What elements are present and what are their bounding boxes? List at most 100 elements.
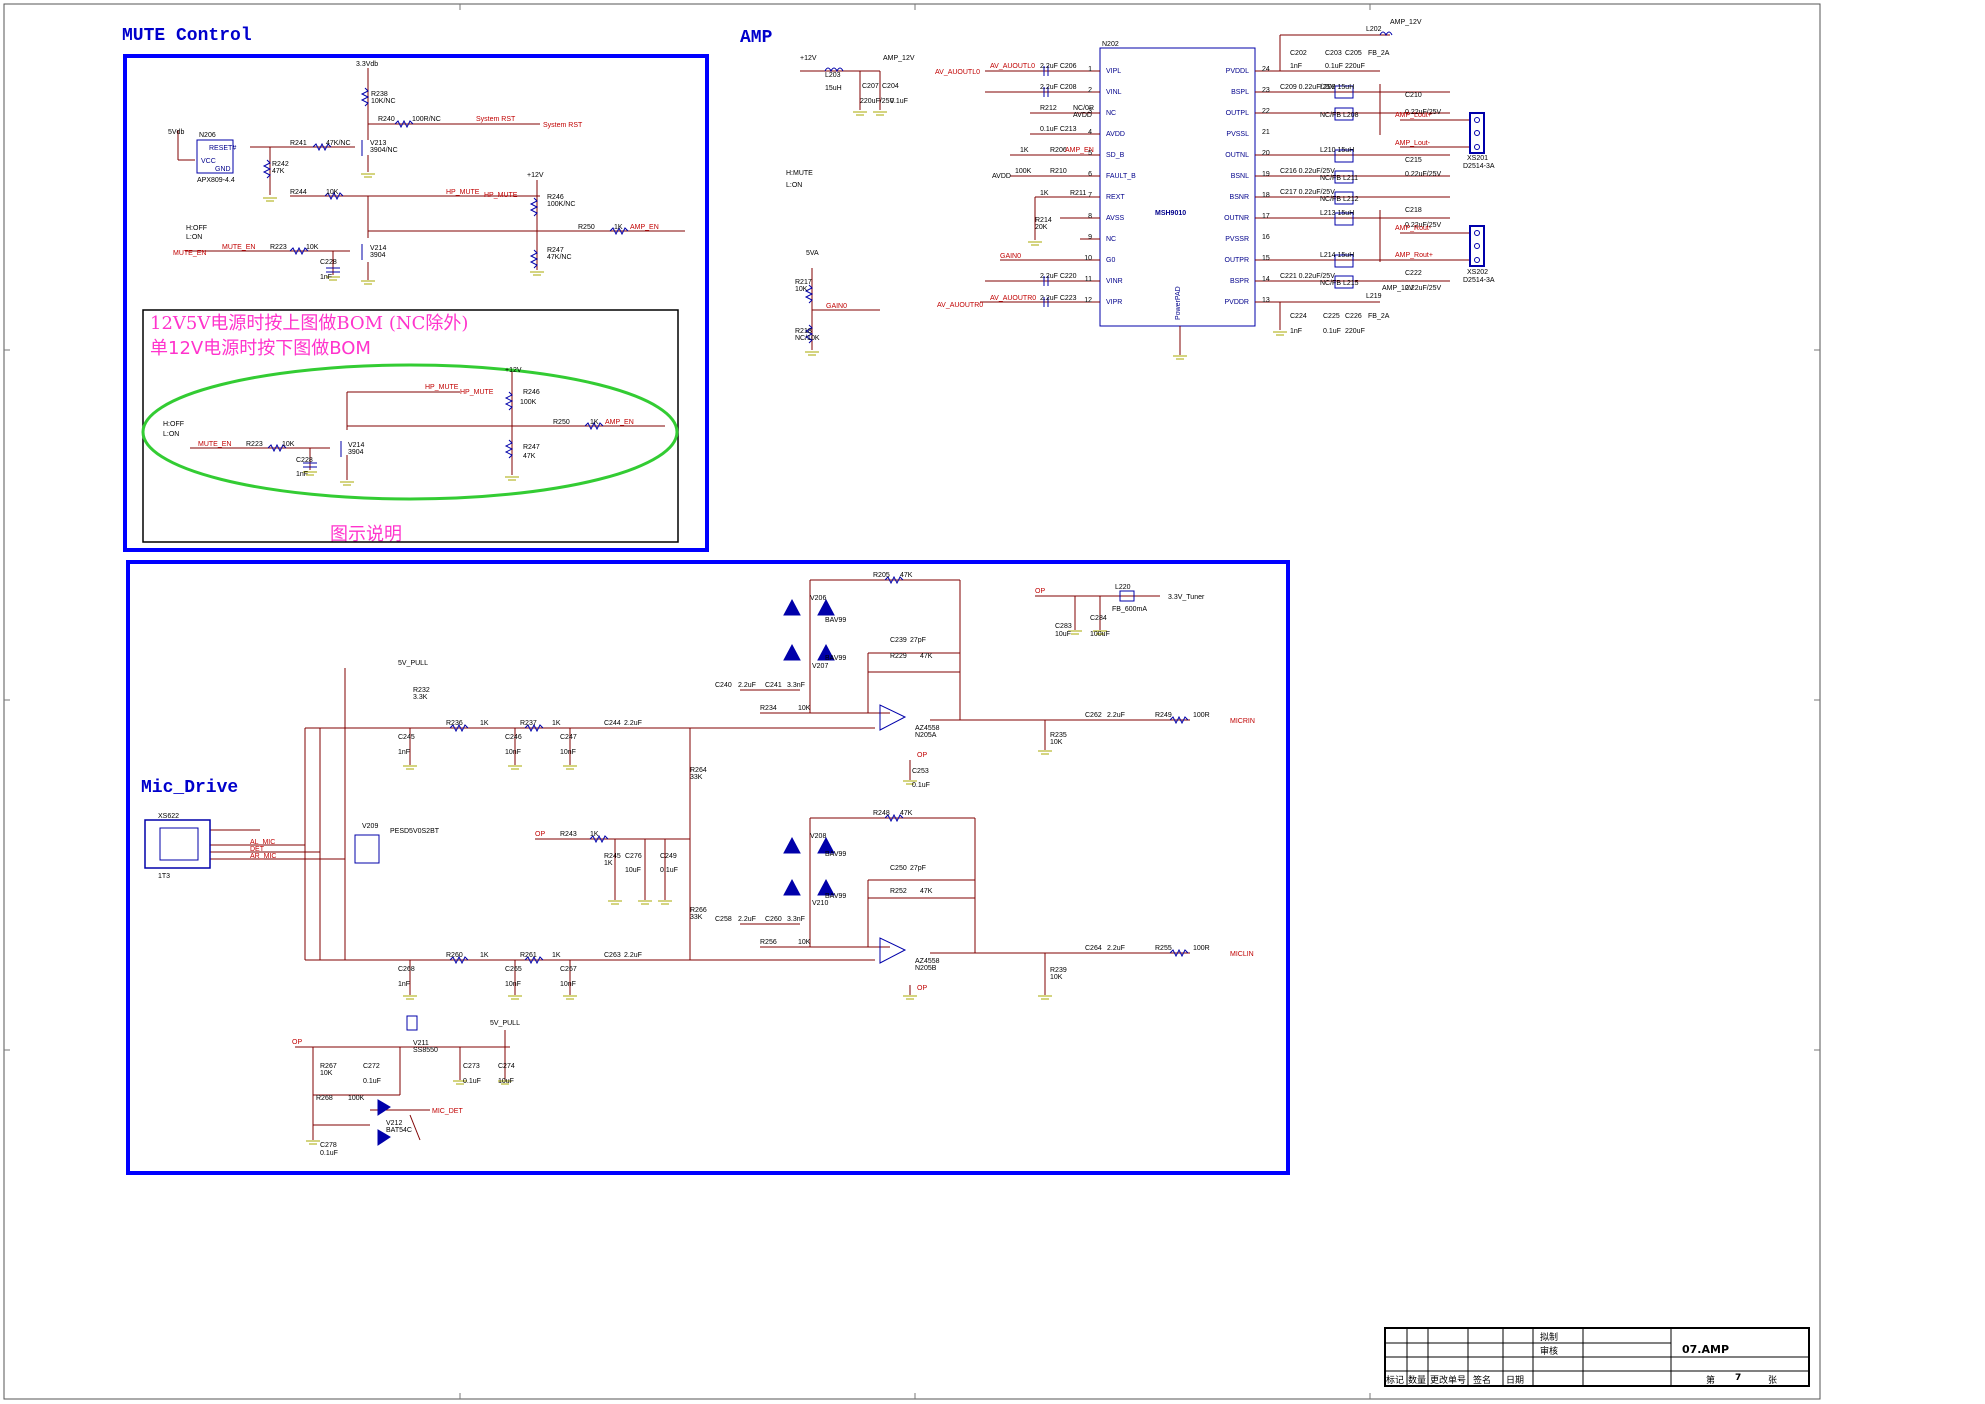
- r212-value: NC/0R: [1073, 105, 1094, 112]
- l203-label: L203: [825, 72, 841, 79]
- legend-r250-label: R250: [553, 419, 570, 426]
- c268-label: C268: [398, 966, 415, 973]
- c209-label: C209 0.22uF/25V: [1280, 84, 1335, 91]
- sheet-border: [3, 3, 1821, 1400]
- op-net-3: OP: [917, 985, 927, 992]
- op-n205a-symbol: [879, 704, 907, 731]
- c258-value: 2.2uF: [738, 916, 756, 923]
- legend-ellipse: [141, 363, 679, 501]
- titleblock-page-prefix: 第: [1706, 1376, 1716, 1386]
- legend-12v-label: +12V: [505, 367, 522, 374]
- c203-label: C203: [1325, 50, 1342, 57]
- r267-value: 10K: [320, 1070, 333, 1077]
- c273-value: 0.1uF: [463, 1078, 481, 1085]
- rail-12v-label: +12V: [527, 172, 544, 179]
- chip-pin-num-right-3: 22: [1262, 108, 1270, 115]
- chip-pin-num-right-6: 19: [1262, 171, 1270, 178]
- c283-label: C283: [1055, 623, 1072, 630]
- l219-label: L219: [1366, 293, 1382, 300]
- amp-rout-p-net: AMP_Rout+: [1395, 252, 1433, 259]
- l209-label: L209 15uH: [1320, 84, 1354, 91]
- det-net: DET: [250, 846, 265, 853]
- chip-pin-left-11: VINR: [1106, 278, 1123, 285]
- r234-label: R234: [760, 705, 777, 712]
- r255-label: R255: [1155, 945, 1172, 952]
- c228-value: 1nF: [320, 274, 332, 281]
- msh9010-chip: [1099, 47, 1256, 327]
- chip-pin-num-left-2: 2: [1088, 87, 1092, 94]
- r248-label: R248: [873, 810, 890, 817]
- chip-pin-num-right-5: 20: [1262, 150, 1270, 157]
- r229-value: 47K: [920, 653, 933, 660]
- chip-pin-num-right-11: 14: [1262, 276, 1270, 283]
- l202-value: FB_2A: [1368, 50, 1390, 57]
- r240-symbol: [394, 119, 414, 129]
- legend-mute-en-net: MUTE_EN: [198, 441, 231, 448]
- c249-label: C249: [660, 853, 677, 860]
- r238-value: 10K/NC: [371, 98, 396, 105]
- v5pull-label-2: 5V_PULL: [490, 1020, 520, 1027]
- r268-value: 100K: [348, 1095, 365, 1102]
- c204-label: C204: [882, 83, 899, 90]
- c241-value: 3.3nF: [787, 682, 805, 689]
- n206-chip: [196, 139, 234, 174]
- hoff-label: H:OFF: [186, 225, 207, 232]
- r239-label: R239: [1050, 967, 1067, 974]
- c276-label: C276: [625, 853, 642, 860]
- c210-label: C210: [1405, 92, 1422, 99]
- r249-label: R249: [1155, 712, 1172, 719]
- c264-label: C264: [1085, 945, 1102, 952]
- c210-value: 0.22uF/25V: [1405, 109, 1442, 116]
- opa-ref: N205A: [915, 732, 937, 739]
- l219-value: FB_2A: [1368, 313, 1390, 320]
- amp-12v-label: AMP_12V: [883, 55, 915, 62]
- av-l-net: AV_AUOUTL0: [990, 63, 1035, 70]
- mute-labels: 3.3Vdb 5Vdb +12V N206 RESET# VCC GND APX…: [163, 61, 659, 478]
- r210-value: 100K: [1015, 168, 1032, 175]
- chip-pin-left-1: VIPL: [1106, 68, 1121, 75]
- r264-value: 33K: [690, 774, 703, 781]
- legend-r247-value: 47K: [523, 453, 536, 460]
- n206-label: N206: [199, 132, 216, 139]
- chip-pin-left-6: FAULT_B: [1106, 173, 1136, 180]
- chip-pin-num-left-3: 3: [1088, 108, 1092, 115]
- r244-value: 10K: [326, 189, 339, 196]
- chip-pin-num-left-4: 4: [1088, 129, 1092, 136]
- c262-value: 2.2uF: [1107, 712, 1125, 719]
- system-rst-net: System RST: [476, 116, 516, 123]
- amp-rout-n-net: AMP_Rout-: [1395, 225, 1432, 232]
- op-n205b-symbol: [879, 937, 907, 964]
- r240-value: 100R/NC: [412, 116, 441, 123]
- c218-label: C218: [1405, 207, 1422, 214]
- amp-lout-n-net: AMP_Lout-: [1395, 140, 1431, 147]
- amp-title: AMP: [740, 28, 773, 48]
- r214-label: R214: [1035, 217, 1052, 224]
- c253-value: 0.1uF: [912, 782, 930, 789]
- border-ticks: [4, 4, 1820, 1399]
- titleblock-h2: 数量: [1408, 1376, 1427, 1386]
- c278-value: 0.1uF: [320, 1150, 338, 1157]
- r239-value: 10K: [1050, 974, 1063, 981]
- r217-value: 10K: [795, 286, 808, 293]
- c228-label: C228: [320, 259, 337, 266]
- legend-r246-label: R246: [523, 389, 540, 396]
- c245-label: C245: [398, 734, 415, 741]
- chip-pin-left-8: AVSS: [1106, 215, 1124, 222]
- c205-value: 220uF: [1345, 63, 1365, 70]
- r212-label: R212: [1040, 105, 1057, 112]
- r246-value: 100K/NC: [547, 201, 575, 208]
- legend-v214-label: V214: [348, 442, 364, 449]
- r266-label: R266: [690, 907, 707, 914]
- nc-fb-l211: NC/FB L211: [1320, 175, 1358, 182]
- bom-note-line2: 单12V电源时按下图做BOM: [150, 338, 371, 359]
- c208-label: 2.2uF C208: [1040, 84, 1077, 91]
- mic-drive-title: Mic_Drive: [141, 778, 239, 798]
- c206-label: 2.2uF C206: [1040, 63, 1077, 70]
- r246-label: R246: [547, 194, 564, 201]
- r246-symbol: [529, 197, 539, 217]
- c272-value: 0.1uF: [363, 1078, 381, 1085]
- chip-pin-num-right-4: 21: [1262, 129, 1270, 136]
- r241-value: 47K/NC: [326, 140, 351, 147]
- xs622-jack: [144, 819, 211, 869]
- legend-r250-value: 1K: [590, 419, 599, 426]
